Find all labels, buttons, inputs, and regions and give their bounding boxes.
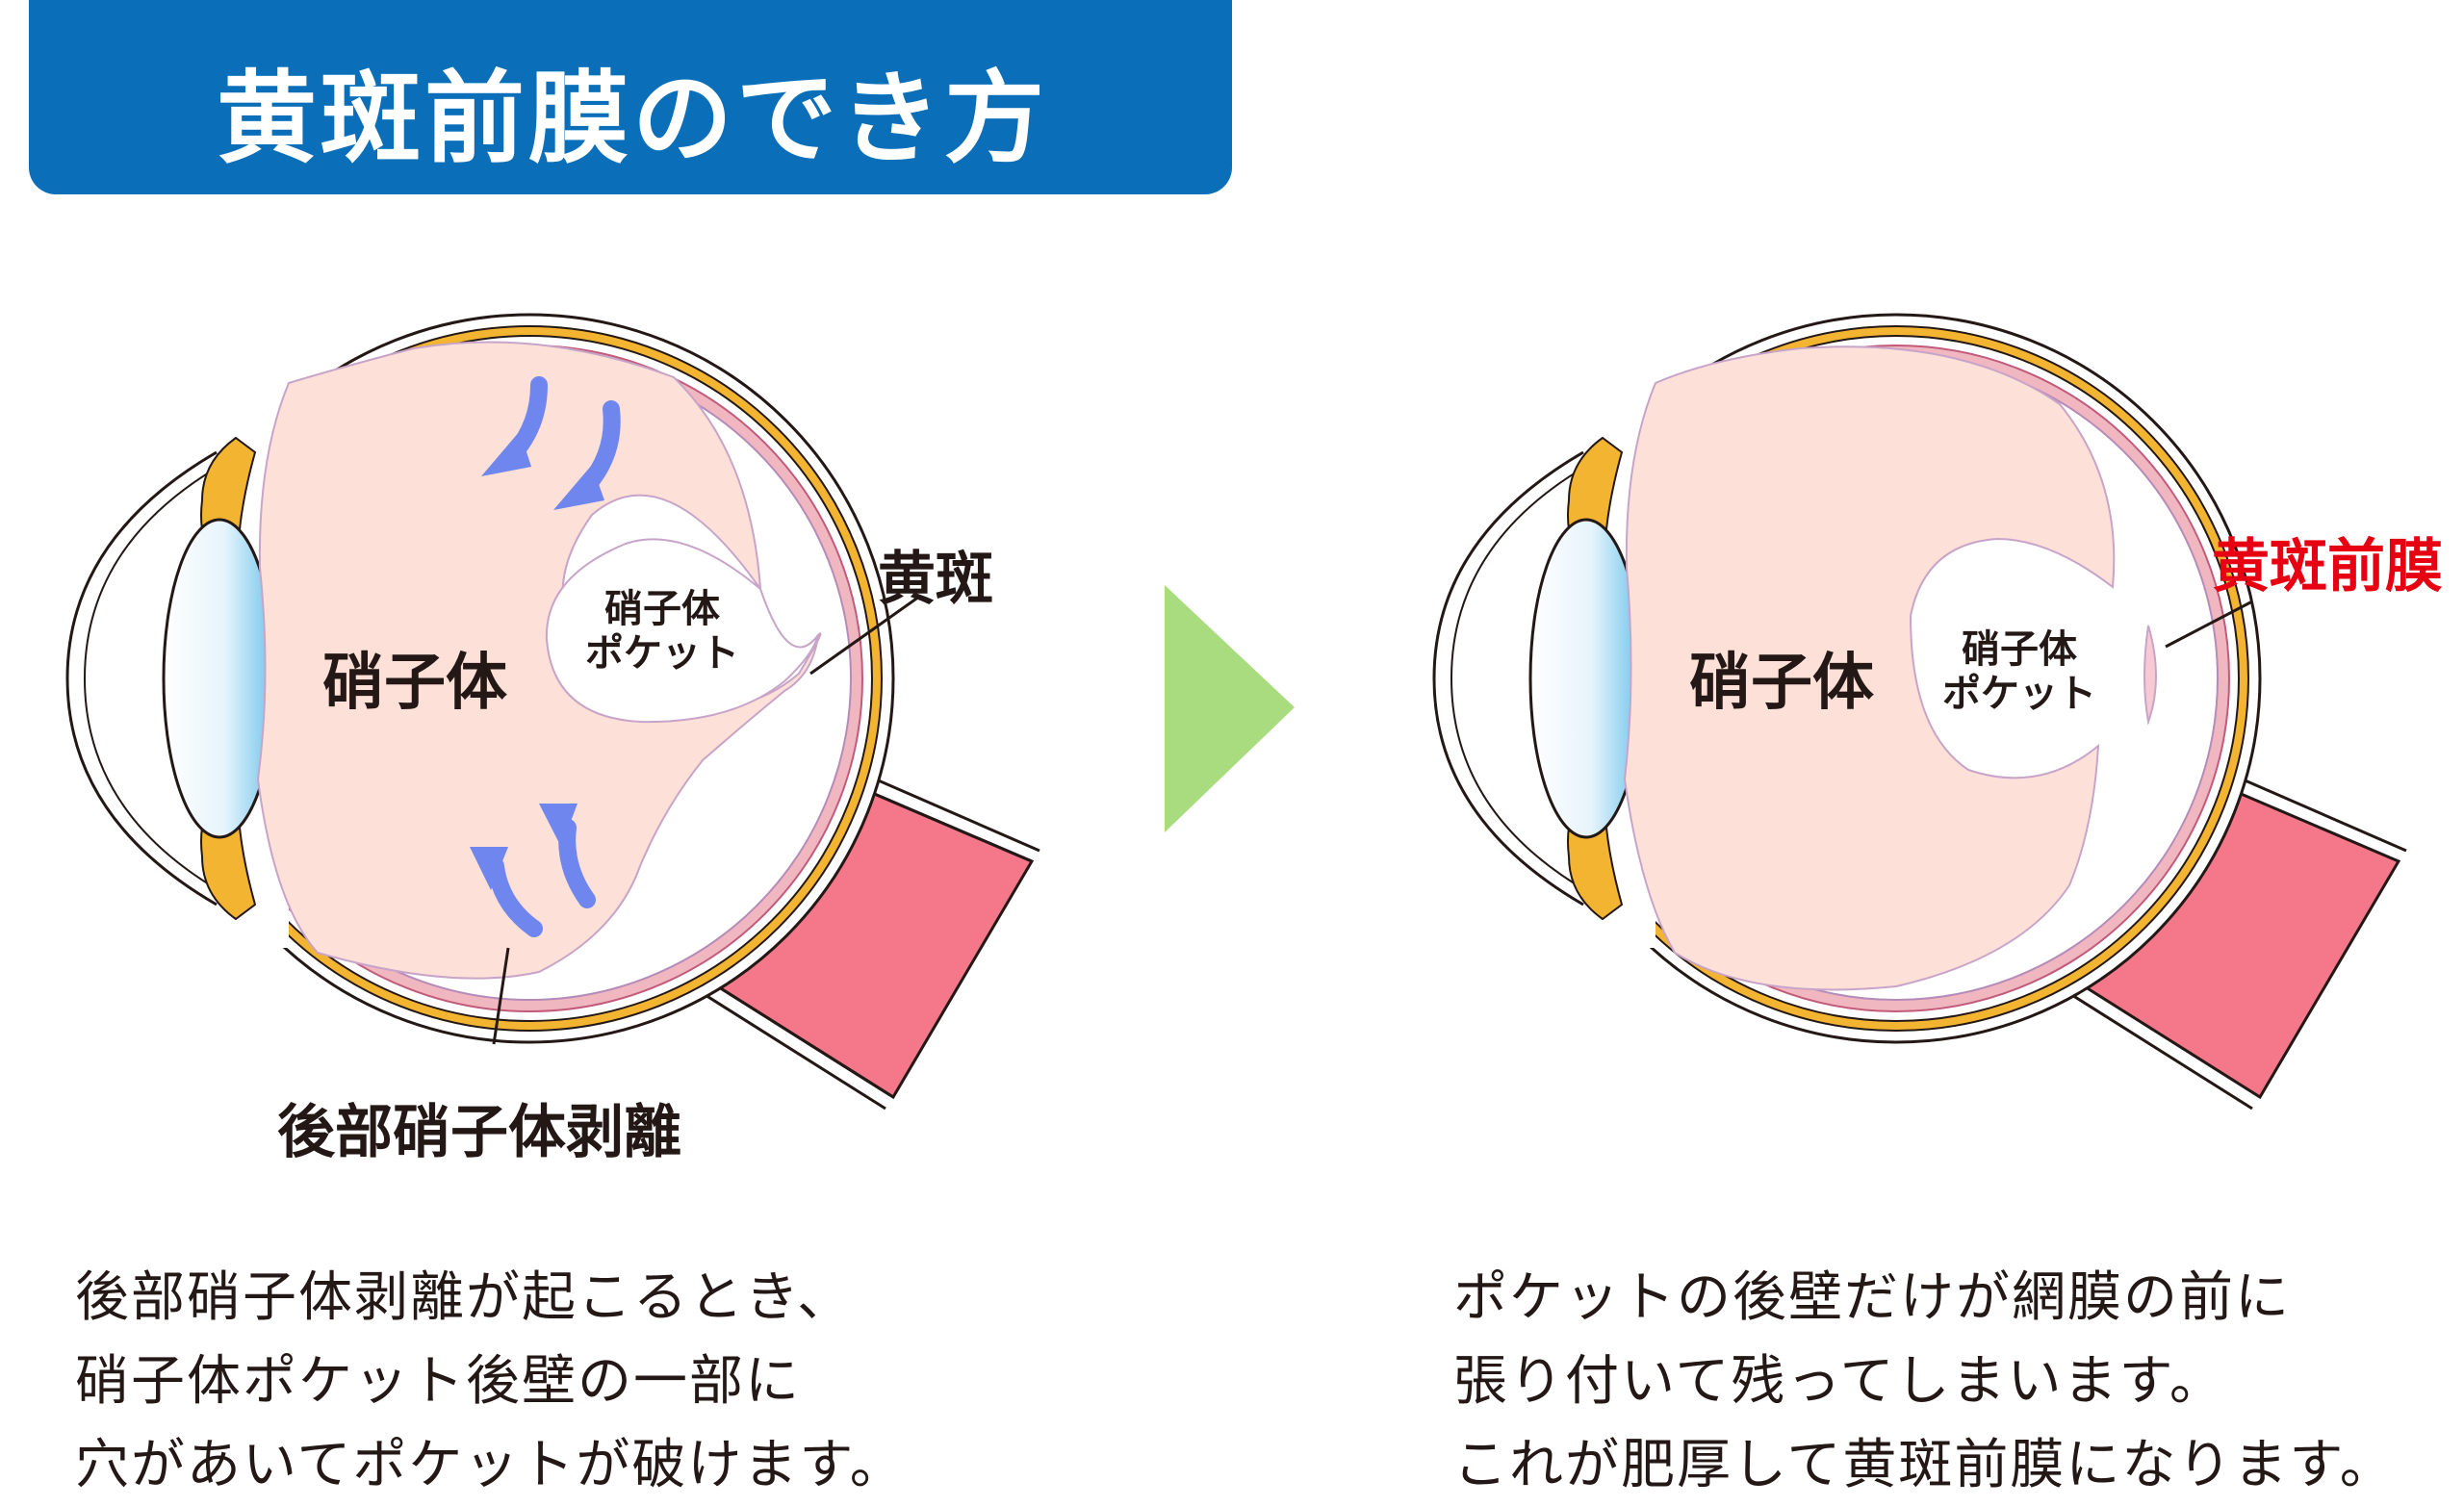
- cornea: [65, 450, 218, 907]
- macula-label: 黄斑: [878, 546, 993, 613]
- right-pocket-label-line2: ポケット: [1942, 672, 2096, 716]
- vitreous-body: [1623, 345, 2116, 991]
- vitreous-pocket: [545, 538, 819, 724]
- title-banner: 黄斑前膜のでき方: [29, 0, 1232, 194]
- left-pocket-label-line2: ポケット: [585, 631, 739, 676]
- right-eye: [1432, 313, 2407, 1111]
- membrane-label: 黄斑前膜: [2212, 533, 2443, 600]
- epiretinal-membrane: [2143, 625, 2157, 726]
- left-eye: [65, 313, 1040, 1111]
- right-pocket-label-line1: 硝子体: [1962, 627, 2077, 672]
- left-pocket-label: 硝子体 ポケット: [566, 587, 758, 676]
- left-caption-line1: 後部硝子体剥離が起こるとき、: [75, 1266, 854, 1329]
- right-caption-line1: ポケットの後壁だけが網膜の前に: [1453, 1266, 2291, 1329]
- right-caption-line3: これが肥厚して黄斑前膜になります。: [1453, 1434, 2396, 1496]
- vitreous-body: [256, 341, 822, 980]
- right-vitreous-label: 硝子体: [1689, 648, 1874, 719]
- page-title: 黄斑前膜のでき方: [217, 60, 1049, 177]
- left-pocket-label-line1: 硝子体: [604, 587, 720, 631]
- right-pocket-label: 硝子体 ポケット: [1923, 627, 2116, 716]
- right-caption: ポケットの後壁だけが網膜の前に 張り付いて残ってしまいます。 これが肥厚して黄斑…: [1453, 1256, 2396, 1507]
- right-caption-line2: 張り付いて残ってしまいます。: [1453, 1350, 2225, 1413]
- flow-arrowheads: [470, 431, 604, 890]
- left-caption-line3: 穴があいてポケットが破けます。: [75, 1434, 906, 1496]
- next-step-arrow-icon: [1165, 585, 1295, 832]
- left-vitreous-label: 硝子体: [322, 648, 507, 719]
- left-caption: 後部硝子体剥離が起こるとき、 硝子体ポケット後壁の一部に 穴があいてポケットが破…: [75, 1256, 906, 1507]
- detachment-label: 後部硝子体剥離: [277, 1099, 681, 1166]
- left-caption-line2: 硝子体ポケット後壁の一部に: [75, 1350, 801, 1413]
- cornea: [1432, 450, 1584, 907]
